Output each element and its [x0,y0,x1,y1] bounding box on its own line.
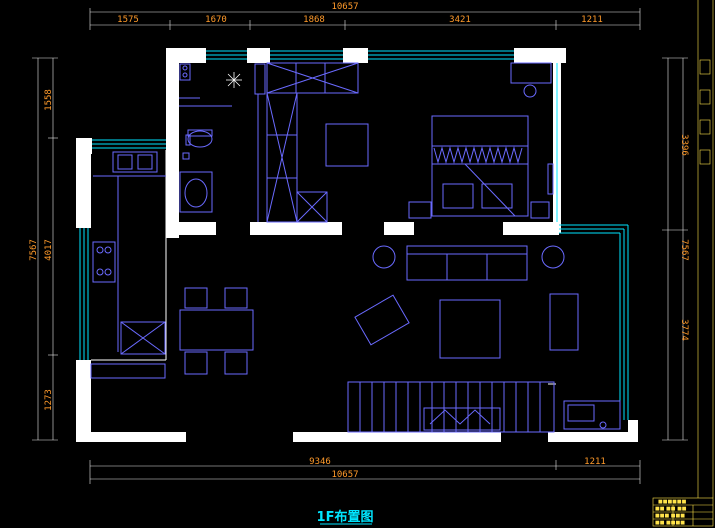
bottom-segment-1: 9346 [309,457,331,467]
nightstand-right [530,201,550,219]
bedroom-cabinet [510,62,552,84]
bedroom-plant [523,84,537,98]
title-block-row-1: ■■■■■■ [658,499,687,505]
tv-cabinet [563,400,621,430]
top-segment-1: 1575 [117,15,139,25]
right-mid-dimension: 3774 [679,319,689,341]
sheet-border [697,0,714,498]
shower-icon [226,72,242,88]
bottom-total-dimension: 10657 [331,470,358,480]
top-dimensions [89,8,641,30]
bed [431,115,529,217]
kitchen-fixtures [90,151,166,379]
armchair [354,294,410,346]
bottom-dimensions [89,460,641,484]
windows [79,50,629,420]
tv-stand-bedroom [547,163,554,195]
left-outer-dimension: 7567 [29,239,39,261]
dining-set [179,287,254,375]
drawing-title: 1F布置图 [317,509,374,525]
left-segment-1: 1558 [44,89,54,111]
top-segment-4: 3421 [449,15,471,25]
top-total-dimension: 10657 [331,2,358,12]
title-block-row-4: ■■ ■■■■ [655,520,685,526]
title-block-row-2: ■■ ■■ ■■ [655,506,687,512]
bottom-segment-2: 1211 [584,457,606,467]
top-segment-5: 1211 [581,15,603,25]
partitions [76,150,556,385]
right-top-dimension: 3396 [679,134,689,156]
top-segment-3: 1868 [303,15,325,25]
left-dimensions [32,57,58,441]
furniture [90,62,621,433]
desk [325,123,369,167]
right-outer-dimension: 7567 [679,239,689,261]
staircase [347,381,555,433]
sofa [406,245,528,281]
side-table-right [541,245,565,269]
right-dimensions [662,57,688,441]
side-table-left [372,245,396,269]
wardrobe [254,62,359,223]
top-segment-2: 1670 [205,15,227,25]
nightstand-left [408,201,432,219]
coffee-table [439,299,501,359]
left-segment-3: 1273 [44,389,54,411]
title-block [652,497,714,527]
bathroom-fixtures [179,63,232,213]
title-block-row-3: ■■■ ■■■ [655,513,685,519]
ottoman [549,293,579,351]
left-segment-2: 4017 [44,239,54,261]
